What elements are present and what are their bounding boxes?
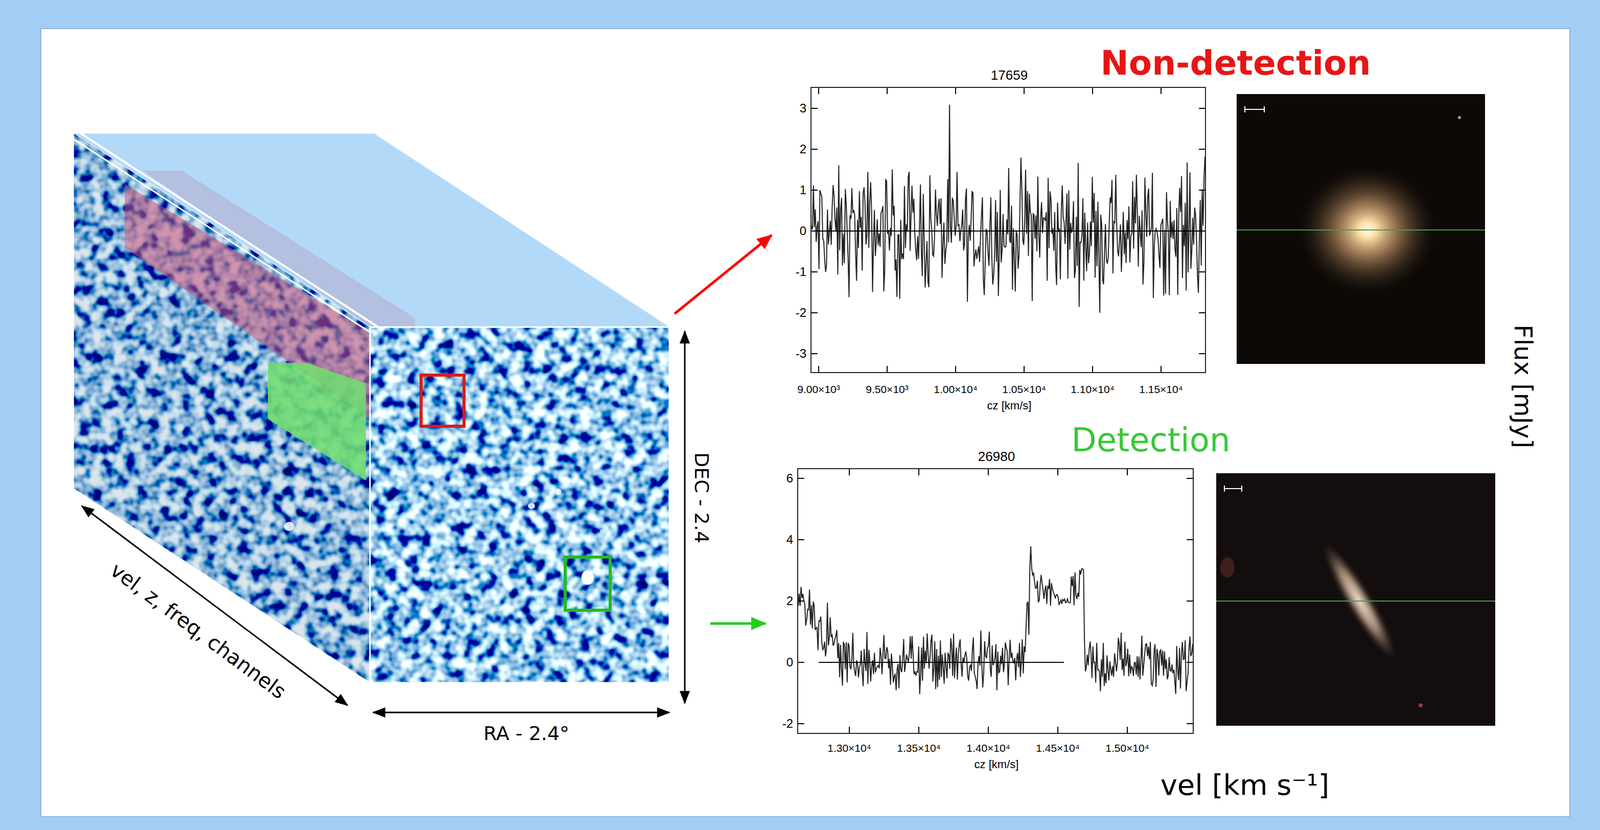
tick-label: 2 bbox=[786, 593, 794, 609]
tick-label: 1 bbox=[799, 182, 807, 198]
tick-label: 0 bbox=[799, 223, 807, 239]
spectrum-trace bbox=[798, 469, 1193, 733]
spectrum-id: 17659 bbox=[990, 67, 1028, 84]
tick-label: -2 bbox=[782, 716, 794, 731]
tick-label: 4 bbox=[786, 532, 794, 547]
axis-title: cz [km/s] bbox=[974, 757, 1019, 771]
spectrum-plot: 176593210-1-2-39.00×10³9.50×10³1.00×10⁴1… bbox=[810, 86, 1207, 374]
arrow-connector bbox=[710, 622, 766, 625]
tick-label: 9.00×10³ bbox=[797, 383, 841, 396]
tick-label: 1.10×10⁴ bbox=[1070, 383, 1115, 396]
tick-label: 2 bbox=[799, 142, 807, 157]
arrow-connector bbox=[674, 235, 772, 314]
tick-label: -2 bbox=[795, 305, 807, 320]
tick-label: 1.35×10⁴ bbox=[896, 741, 941, 755]
tick-label: -3 bbox=[795, 346, 807, 361]
tick-label: 9.50×10³ bbox=[865, 383, 909, 396]
spectrum-trace bbox=[811, 87, 1205, 373]
tick-label: 0 bbox=[786, 655, 794, 670]
axis-title: cz [km/s] bbox=[987, 399, 1032, 412]
tick-label: 1.30×10⁴ bbox=[827, 741, 872, 755]
axis-title: Flux [mJy] bbox=[1508, 324, 1537, 449]
tick-label: -1 bbox=[795, 264, 807, 280]
spectrum-plot: 269806420-21.30×10⁴1.35×10⁴1.40×10⁴1.45×… bbox=[797, 468, 1194, 734]
tick-label: 1.40×10⁴ bbox=[966, 741, 1011, 755]
axis-label: DEC - 2.4 bbox=[689, 452, 713, 544]
tick-label: 1.45×10⁴ bbox=[1035, 741, 1080, 755]
tick-label: 1.15×10⁴ bbox=[1139, 383, 1184, 396]
axis-title: vel [km s⁻¹] bbox=[1160, 768, 1330, 802]
spectrum-id: 26980 bbox=[978, 449, 1015, 465]
data-cube: vel, z, freq, channelsRA - 2.4°DEC - 2.4 bbox=[369, 327, 670, 683]
heading: Non-detection bbox=[1100, 43, 1372, 83]
tick-label: 1.05×10⁴ bbox=[1002, 383, 1047, 396]
axis-label: vel, z, freq, channels bbox=[106, 558, 291, 704]
tick-label: 6 bbox=[786, 471, 794, 486]
axis-label: RA - 2.4° bbox=[483, 722, 570, 746]
heading: Detection bbox=[1071, 421, 1231, 460]
tick-label: 3 bbox=[799, 101, 807, 116]
tick-label: 1.50×10⁴ bbox=[1105, 741, 1150, 755]
tick-label: 1.00×10⁴ bbox=[933, 383, 978, 396]
